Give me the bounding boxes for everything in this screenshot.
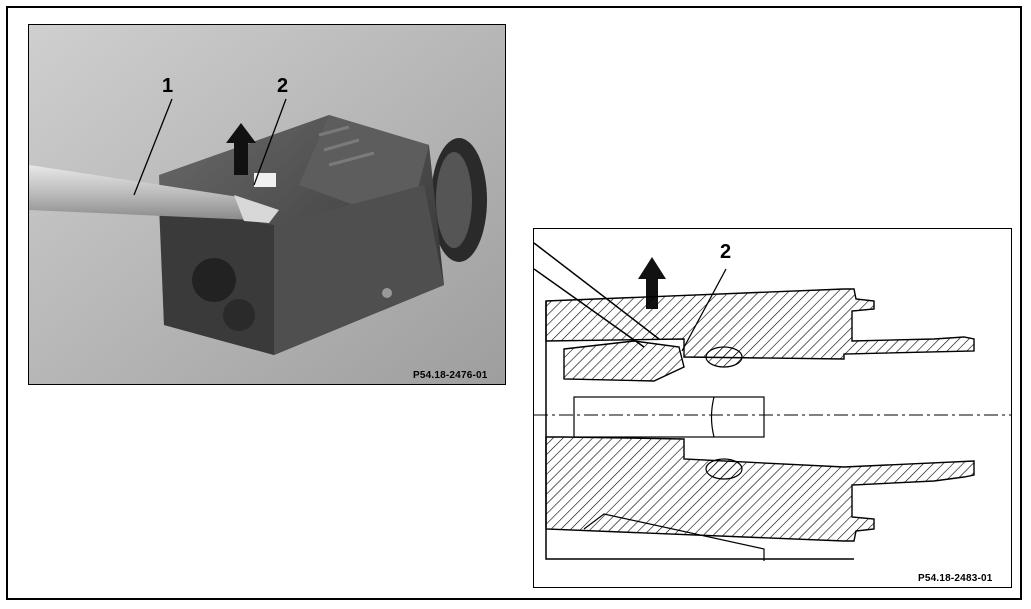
connector-cross-section [534,242,1011,561]
connector-photo [29,25,505,384]
drawing-reference: P54.18-2483-01 [918,573,993,584]
section-drawing-panel: 2 P54.18-2483-01 [533,228,1012,588]
figure-frame: 1 2 P54.18-2476-01 [6,6,1022,600]
callout-2-section: 2 [720,241,732,263]
callout-2: 2 [277,75,289,97]
photo-panel: 1 2 P54.18-2476-01 [28,24,506,385]
photo-reference: P54.18-2476-01 [413,370,488,381]
callout-1: 1 [162,75,174,97]
